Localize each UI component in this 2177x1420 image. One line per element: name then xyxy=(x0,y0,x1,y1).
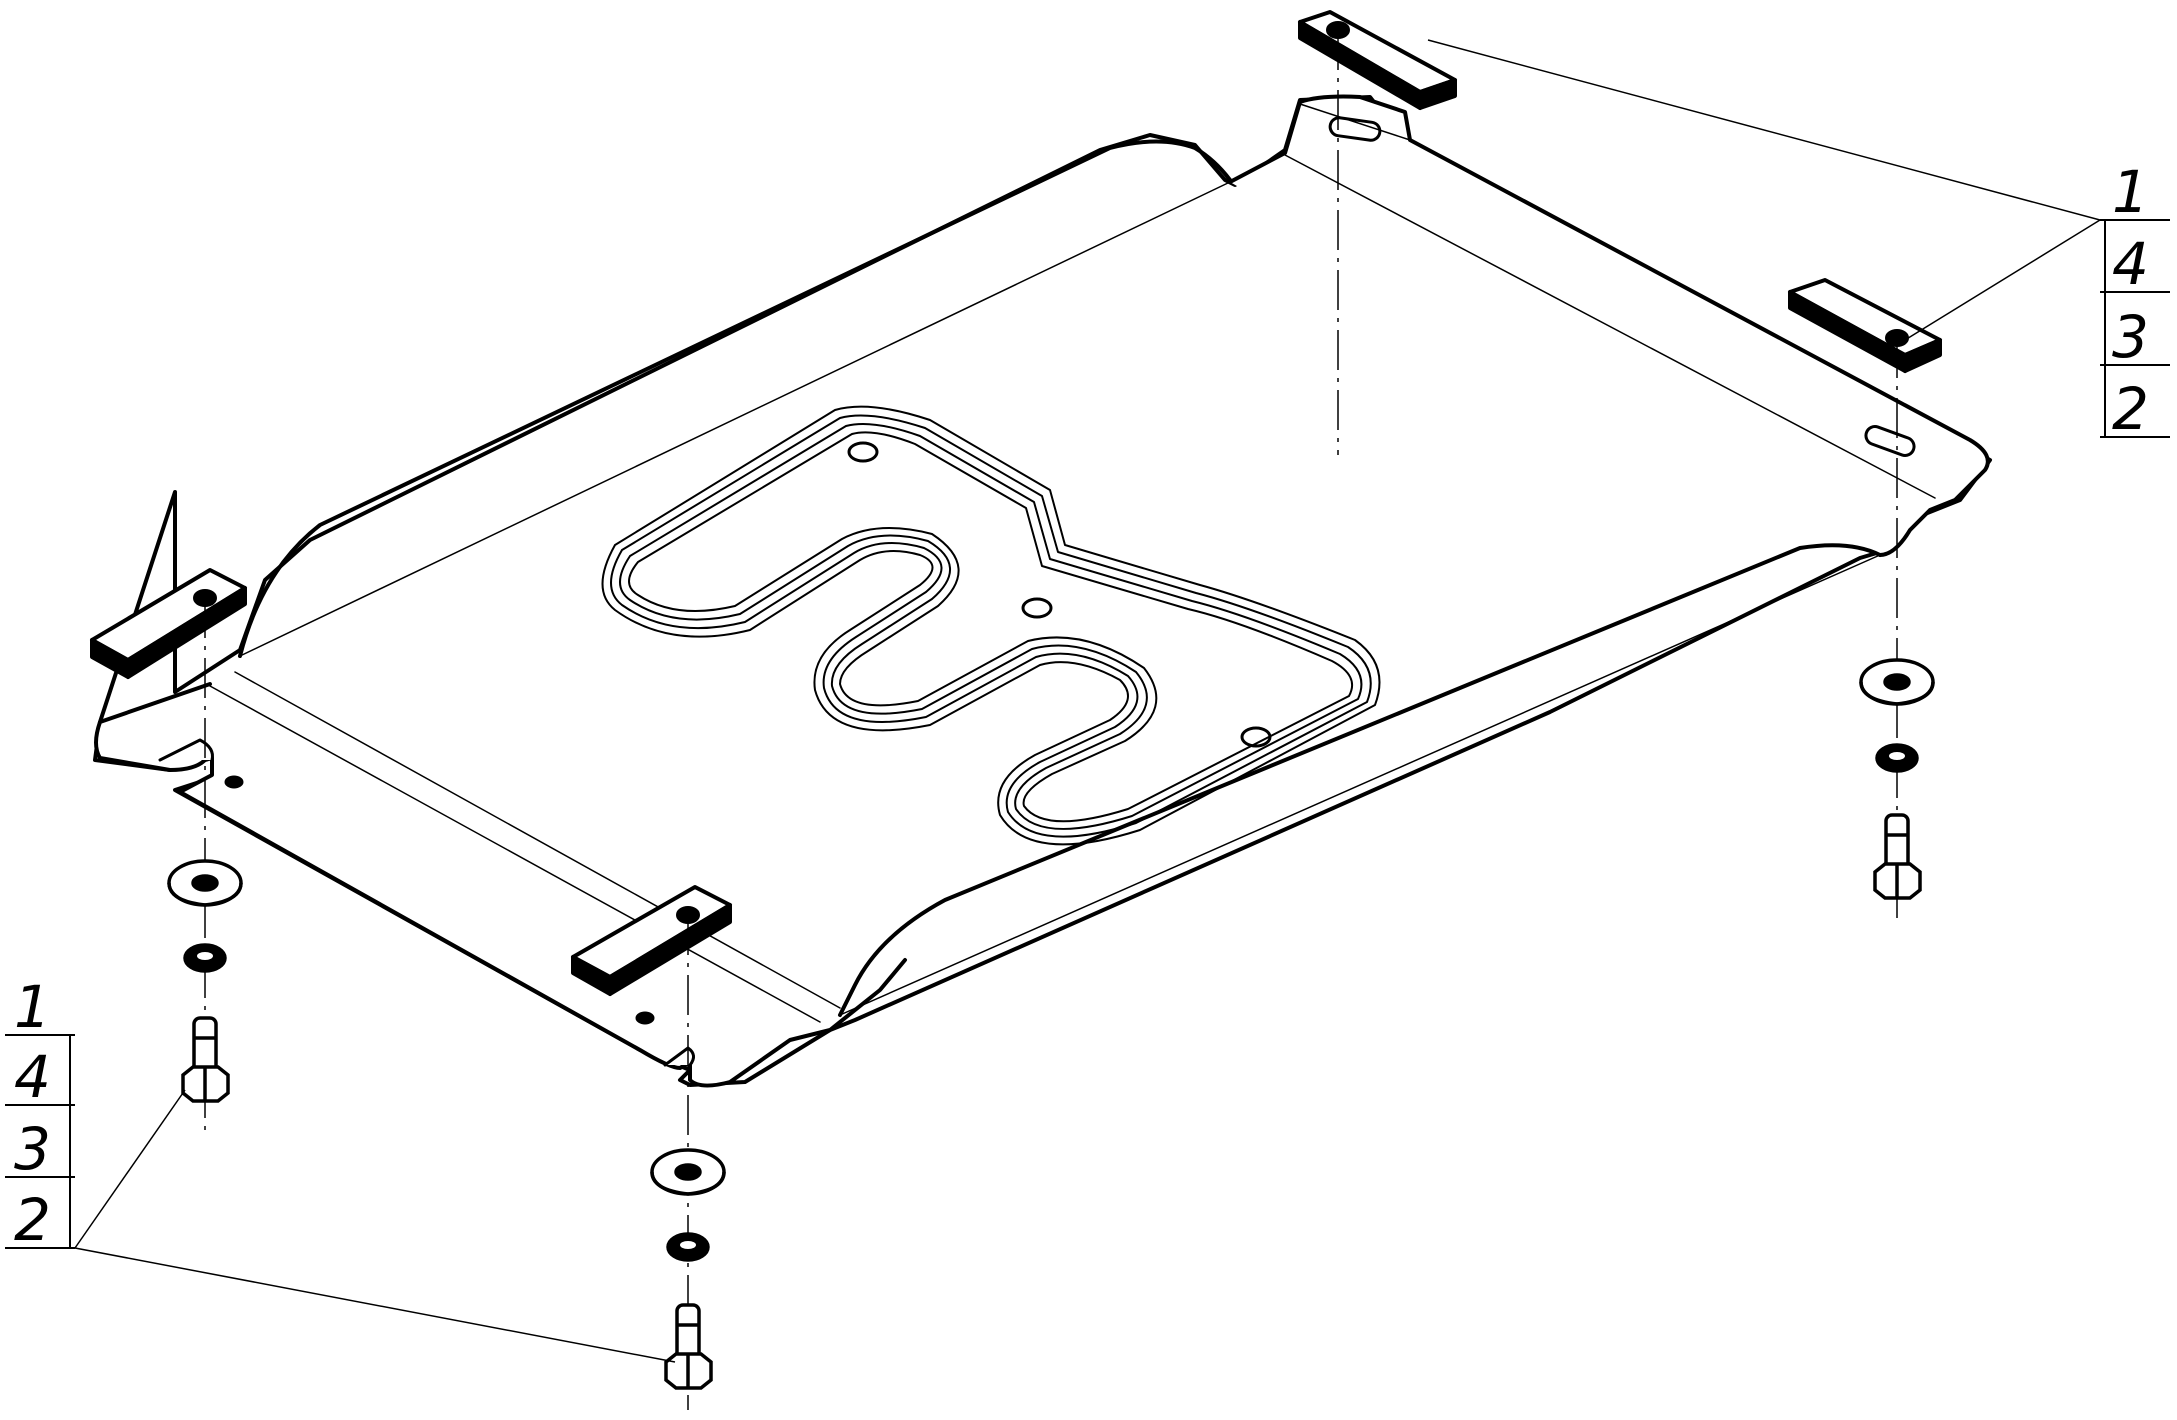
front-fold xyxy=(209,685,821,1023)
mounting-plate-front-right xyxy=(571,885,732,996)
front-fold-2 xyxy=(234,671,841,1009)
right-wall-fold xyxy=(839,554,1881,1016)
mounting-plate-rear-right xyxy=(1788,278,1942,373)
mounting-plate-rear-left xyxy=(1298,10,1457,110)
flat-washer xyxy=(1859,658,1935,706)
hole-front-left xyxy=(224,775,244,789)
callout-right: 1 4 3 2 xyxy=(1427,39,2170,443)
callout-label: 2 xyxy=(14,1186,51,1254)
rear-flange-fold xyxy=(1284,154,1936,499)
leader-line xyxy=(1427,39,2101,221)
callout-label: 2 xyxy=(2112,375,2149,443)
leader-line xyxy=(1904,219,2101,341)
callout-label: 4 xyxy=(14,1043,51,1111)
slot-rear-left xyxy=(1328,116,1382,142)
front-flange xyxy=(94,682,907,1088)
bolt xyxy=(181,1016,230,1103)
right-side-wall xyxy=(838,543,1882,1017)
flat-washer xyxy=(650,1148,726,1196)
callout-label: 3 xyxy=(2112,303,2149,371)
callout-left: 1 4 3 2 xyxy=(5,973,676,1363)
rear-flange-fold-2 xyxy=(1299,103,1411,141)
slot-rear-right xyxy=(1864,425,1916,457)
callout-label: 3 xyxy=(14,1115,51,1183)
left-wall-fold xyxy=(239,181,1231,657)
callout-label: 1 xyxy=(14,973,51,1041)
slot-left xyxy=(158,738,214,762)
mounting-plate-front-left xyxy=(90,568,247,679)
spring-washer xyxy=(183,943,227,973)
flat-washer xyxy=(167,859,243,907)
fastener-stack-front xyxy=(650,1148,726,1390)
hole-center-1 xyxy=(847,441,879,463)
bolt xyxy=(664,1303,713,1390)
bolt xyxy=(1873,813,1922,900)
leader-line xyxy=(74,1089,186,1249)
hole-center-2 xyxy=(1021,597,1053,619)
skid-plate-outline xyxy=(93,95,1992,1087)
fastener-stack-right xyxy=(1859,658,1935,900)
skid-plate xyxy=(93,94,1992,1088)
stiffening-rib xyxy=(601,405,1381,846)
spring-washer xyxy=(1875,743,1919,773)
callout-label: 4 xyxy=(2112,230,2149,298)
callout-label: 1 xyxy=(2112,158,2149,226)
hole-front-right xyxy=(635,1011,655,1025)
leader-line xyxy=(74,1247,676,1363)
left-side-wall xyxy=(238,139,1232,658)
fastener-stack-left xyxy=(167,859,243,1103)
mounting-plates xyxy=(90,10,1942,996)
spring-washer xyxy=(666,1232,710,1262)
